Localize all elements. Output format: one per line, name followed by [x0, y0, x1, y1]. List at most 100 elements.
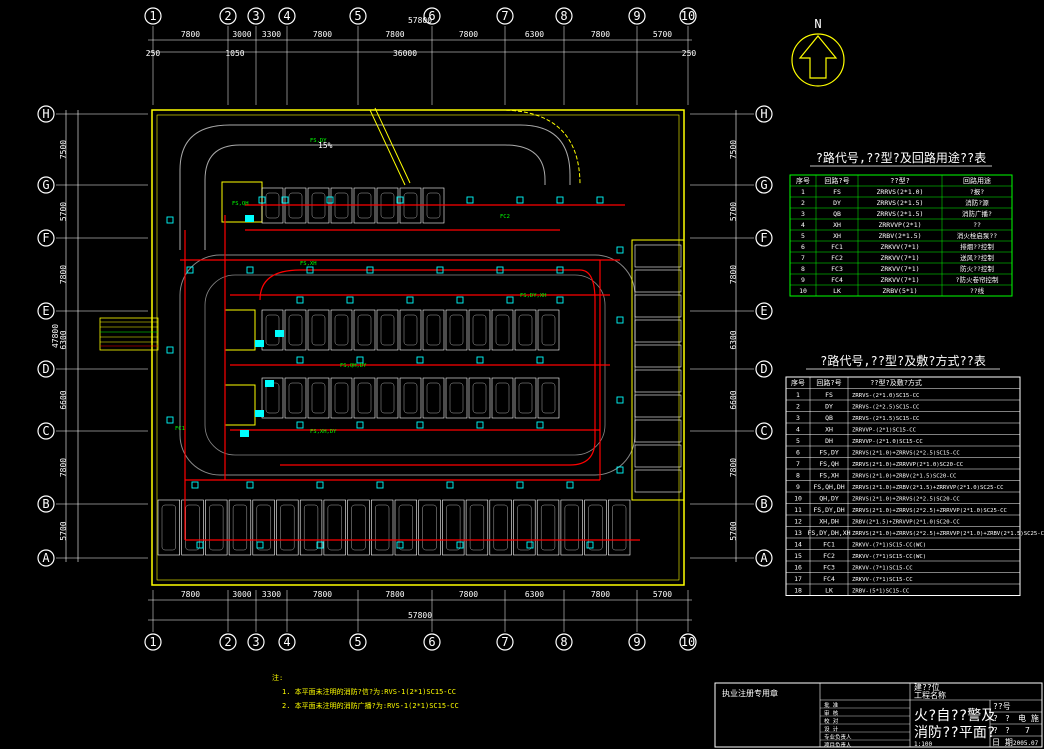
table2-cell: ZRRVS(2*1.0)+ZRRVVP(2*1.0)SC20-CC	[852, 462, 963, 468]
small-label-2: ?	[1005, 714, 1010, 723]
car-icon	[449, 382, 464, 414]
axis-row-circle	[37, 422, 55, 440]
panel-icon	[255, 410, 264, 417]
parking-stall	[418, 499, 441, 556]
table2-frame	[785, 376, 1021, 596]
table1-cell: 消防广播?	[962, 209, 992, 218]
detector-icon	[536, 356, 544, 364]
car-icon	[398, 504, 413, 551]
table2-cell: FS,DY,DH,XH	[807, 529, 850, 537]
table1-header: 序号	[796, 176, 810, 185]
dim-side-span: 7500	[59, 140, 68, 159]
axis-col-label: 7	[501, 9, 508, 23]
dim-span-label: 3000	[232, 30, 251, 39]
axis-row-label: A	[42, 551, 50, 565]
car-icon	[185, 504, 200, 551]
table2-cell: FC4	[823, 575, 835, 583]
detector-icon	[246, 266, 254, 274]
car-icon	[327, 504, 342, 551]
table1-cell: 防火??控制	[960, 264, 994, 273]
circuit-label: FS,QH	[232, 201, 249, 207]
table2-cell: FC1	[823, 541, 835, 549]
parking-stall	[323, 499, 346, 556]
parking-stall	[634, 269, 682, 293]
parking-stall	[353, 377, 376, 419]
car-icon	[422, 504, 437, 551]
outer-wall	[151, 109, 685, 586]
detector-icon	[556, 296, 564, 304]
dim-inner-total: 36000	[393, 49, 417, 58]
detector-icon	[246, 481, 254, 489]
table2-cell: 12	[794, 518, 802, 526]
axis-col-label: 3	[252, 9, 259, 23]
detector-icon	[476, 356, 484, 364]
axis-col-circle	[679, 633, 697, 651]
table1-cell: ZRRVS(2*1.0)	[877, 188, 924, 196]
table2-header: ??型?及敷?方式	[870, 378, 922, 387]
axis-row-label: C	[42, 424, 49, 438]
panel-icon	[240, 430, 249, 437]
detector-icon	[326, 196, 334, 204]
dim-span-label: 7800	[181, 30, 200, 39]
ramp-inner	[204, 144, 546, 250]
table2-cell: XH,DH	[819, 518, 839, 526]
parking-stall	[584, 499, 607, 556]
dim-side-span: 7800	[729, 265, 738, 284]
table1-cell: ZRRVVP(2*1)	[878, 221, 921, 229]
axis-col-label: 6	[428, 9, 435, 23]
parking-stall	[514, 309, 537, 351]
dim-span-label: 7800	[385, 590, 404, 599]
dim-span-label: 3000	[232, 590, 251, 599]
table1-cell: ??线	[970, 286, 985, 295]
parking-stall	[299, 499, 323, 556]
dim-side-span: 6300	[729, 330, 738, 349]
detector-icon	[556, 266, 564, 274]
note-item-1: 1. 本平面未注明的消防?信?为:RVS-1(2*1)SC15-CC	[282, 687, 456, 696]
parking-stall	[445, 377, 468, 419]
car-icon	[403, 382, 418, 414]
car-icon	[469, 504, 485, 551]
detector-icon	[516, 481, 524, 489]
table2-cell: QB	[825, 414, 833, 422]
detector-icon	[586, 541, 594, 549]
detector-icon	[616, 316, 624, 324]
car-icon	[612, 504, 627, 551]
dim-left-offset: 250	[146, 49, 161, 58]
small-label-3: ?	[993, 726, 998, 735]
car-icon	[540, 504, 556, 551]
ramp-outer	[179, 124, 571, 250]
dim-span-label: 7800	[385, 30, 404, 39]
table2-cell: ZRRVS(2*1.0)+ZRBV(2*1.5)SC20-CC	[852, 474, 956, 480]
parking-stall	[634, 369, 682, 393]
car-icon	[303, 504, 319, 551]
stair-core-2	[224, 384, 256, 426]
detector-icon	[516, 196, 524, 204]
table1-cell: 送风??控制	[960, 253, 994, 262]
small-label-4: ?	[1005, 726, 1010, 735]
detector-icon	[166, 346, 174, 354]
detector-icon	[396, 196, 404, 204]
axis-col-label: 4	[283, 9, 290, 23]
table2-cell: 15	[794, 552, 802, 560]
axis-row-circle	[755, 302, 773, 320]
status-label: 电 施	[1018, 713, 1039, 723]
parking-stall	[205, 499, 228, 556]
axis-col-label: 1	[149, 635, 156, 649]
car-icon	[426, 382, 441, 414]
car-icon	[493, 504, 508, 551]
dim-side-span: 5700	[729, 521, 738, 540]
table1-cell: QB	[833, 210, 841, 218]
role-label: 批 准	[824, 701, 839, 709]
detector-icon	[306, 266, 314, 274]
table1-cell: ?防火卷帘控制	[956, 275, 999, 284]
parking-stall	[370, 499, 394, 556]
parking-stall	[252, 499, 275, 556]
entry-feed-box	[99, 317, 159, 351]
parking-stall	[422, 377, 445, 419]
axis-col-circle	[278, 633, 296, 651]
table2-cell: FC2	[823, 552, 835, 560]
table2-cell: 10	[794, 495, 802, 503]
ramp-slope-line	[369, 109, 406, 186]
detector-icon	[166, 216, 174, 224]
axis-col-label: 4	[283, 635, 290, 649]
